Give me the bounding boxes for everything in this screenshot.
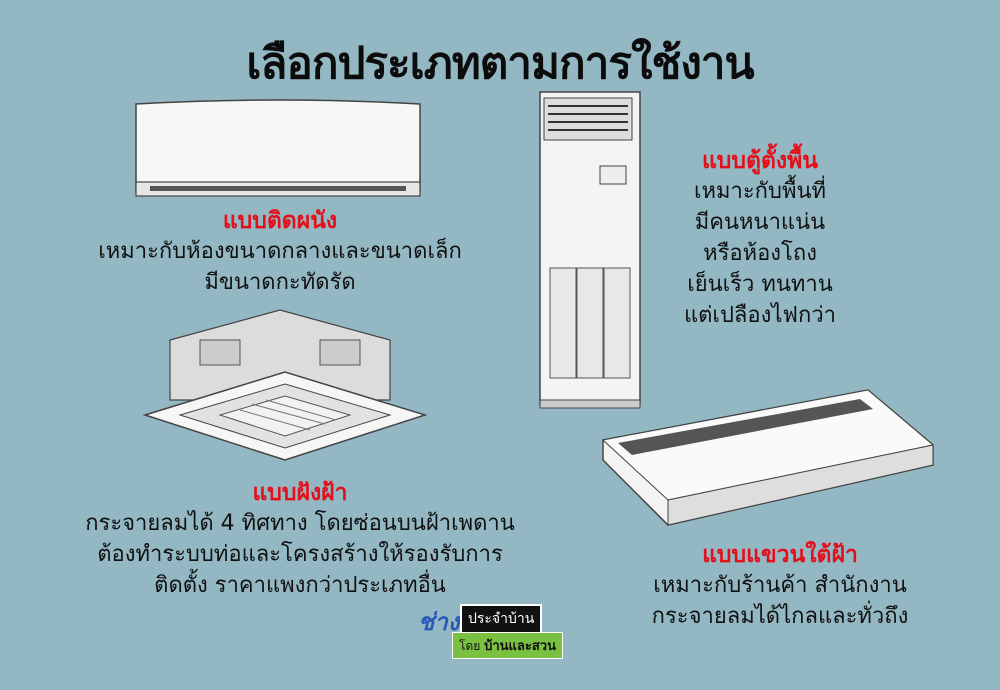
page-title: เลือกประเภทตามการใช้งาน [246, 38, 754, 89]
ceiling-ac-line: เหมาะกับร้านค้า สำนักงาน [653, 573, 907, 598]
cassette-ac-line: ติดตั้ง ราคาแพงกว่าประเภทอื่น [154, 573, 446, 598]
logo-by-badge: โดย บ้านและสวน [452, 632, 563, 659]
floor-ac-line: เย็นเร็ว ทนทาน [687, 272, 833, 297]
floor-ac-line: หรือห้องโถง [703, 241, 817, 266]
floor-ac-line: เหมาะกับพื้นที่ [693, 179, 827, 204]
cassette-ac-heading: แบบฝังฝ้า [252, 480, 348, 506]
floor-ac-line: มีคนหนาแน่น [694, 210, 826, 235]
cassette-ac-section: แบบฝังฝ้า กระจายลมได้ 4 ทิศทาง โดยซ่อนบน… [20, 478, 580, 601]
cassette-ac-line: ต้องทำระบบท่อและโครงสร้างให้รองรับการ [97, 542, 503, 567]
logo-main: ช่าง [418, 608, 460, 636]
ceiling-ac-illustration [601, 389, 935, 526]
floor-ac-line: แต่เปลืองไฟกว่า [683, 303, 837, 328]
cassette-ac-illustration [142, 309, 428, 461]
wall-ac-section: แบบติดผนัง เหมาะกับห้องขนาดกลางและขนาดเล… [40, 206, 520, 298]
ceiling-ac-line: กระจายลมได้ไกลและทั่วถึง [651, 604, 909, 629]
floor-ac-illustration [539, 91, 641, 409]
logo-brand: บ้านและสวน [484, 639, 556, 654]
cassette-ac-line: กระจายลมได้ 4 ทิศทาง โดยซ่อนบนฝ้าเพดาน [85, 511, 515, 536]
floor-ac-heading: แบบตู้ตั้งพื้น [701, 148, 818, 174]
brand-logo: ช่าง ประจำบ้าน โดย บ้านและสวน [418, 600, 578, 660]
wall-ac-illustration [135, 99, 421, 197]
ceiling-ac-section: แบบแขวนใต้ฝ้า เหมาะกับร้านค้า สำนักงาน ก… [610, 540, 950, 632]
wall-ac-line: มีขนาดกะทัดรัด [204, 270, 356, 295]
wall-ac-line: เหมาะกับห้องขนาดกลางและขนาดเล็ก [98, 239, 462, 264]
logo-sub: ประจำบ้าน [460, 604, 543, 634]
wall-ac-heading: แบบติดผนัง [222, 208, 338, 234]
floor-ac-section: แบบตู้ตั้งพื้น เหมาะกับพื้นที่ มีคนหนาแน… [640, 146, 880, 331]
ceiling-ac-heading: แบบแขวนใต้ฝ้า [702, 542, 858, 568]
logo-by: โดย [459, 639, 481, 653]
